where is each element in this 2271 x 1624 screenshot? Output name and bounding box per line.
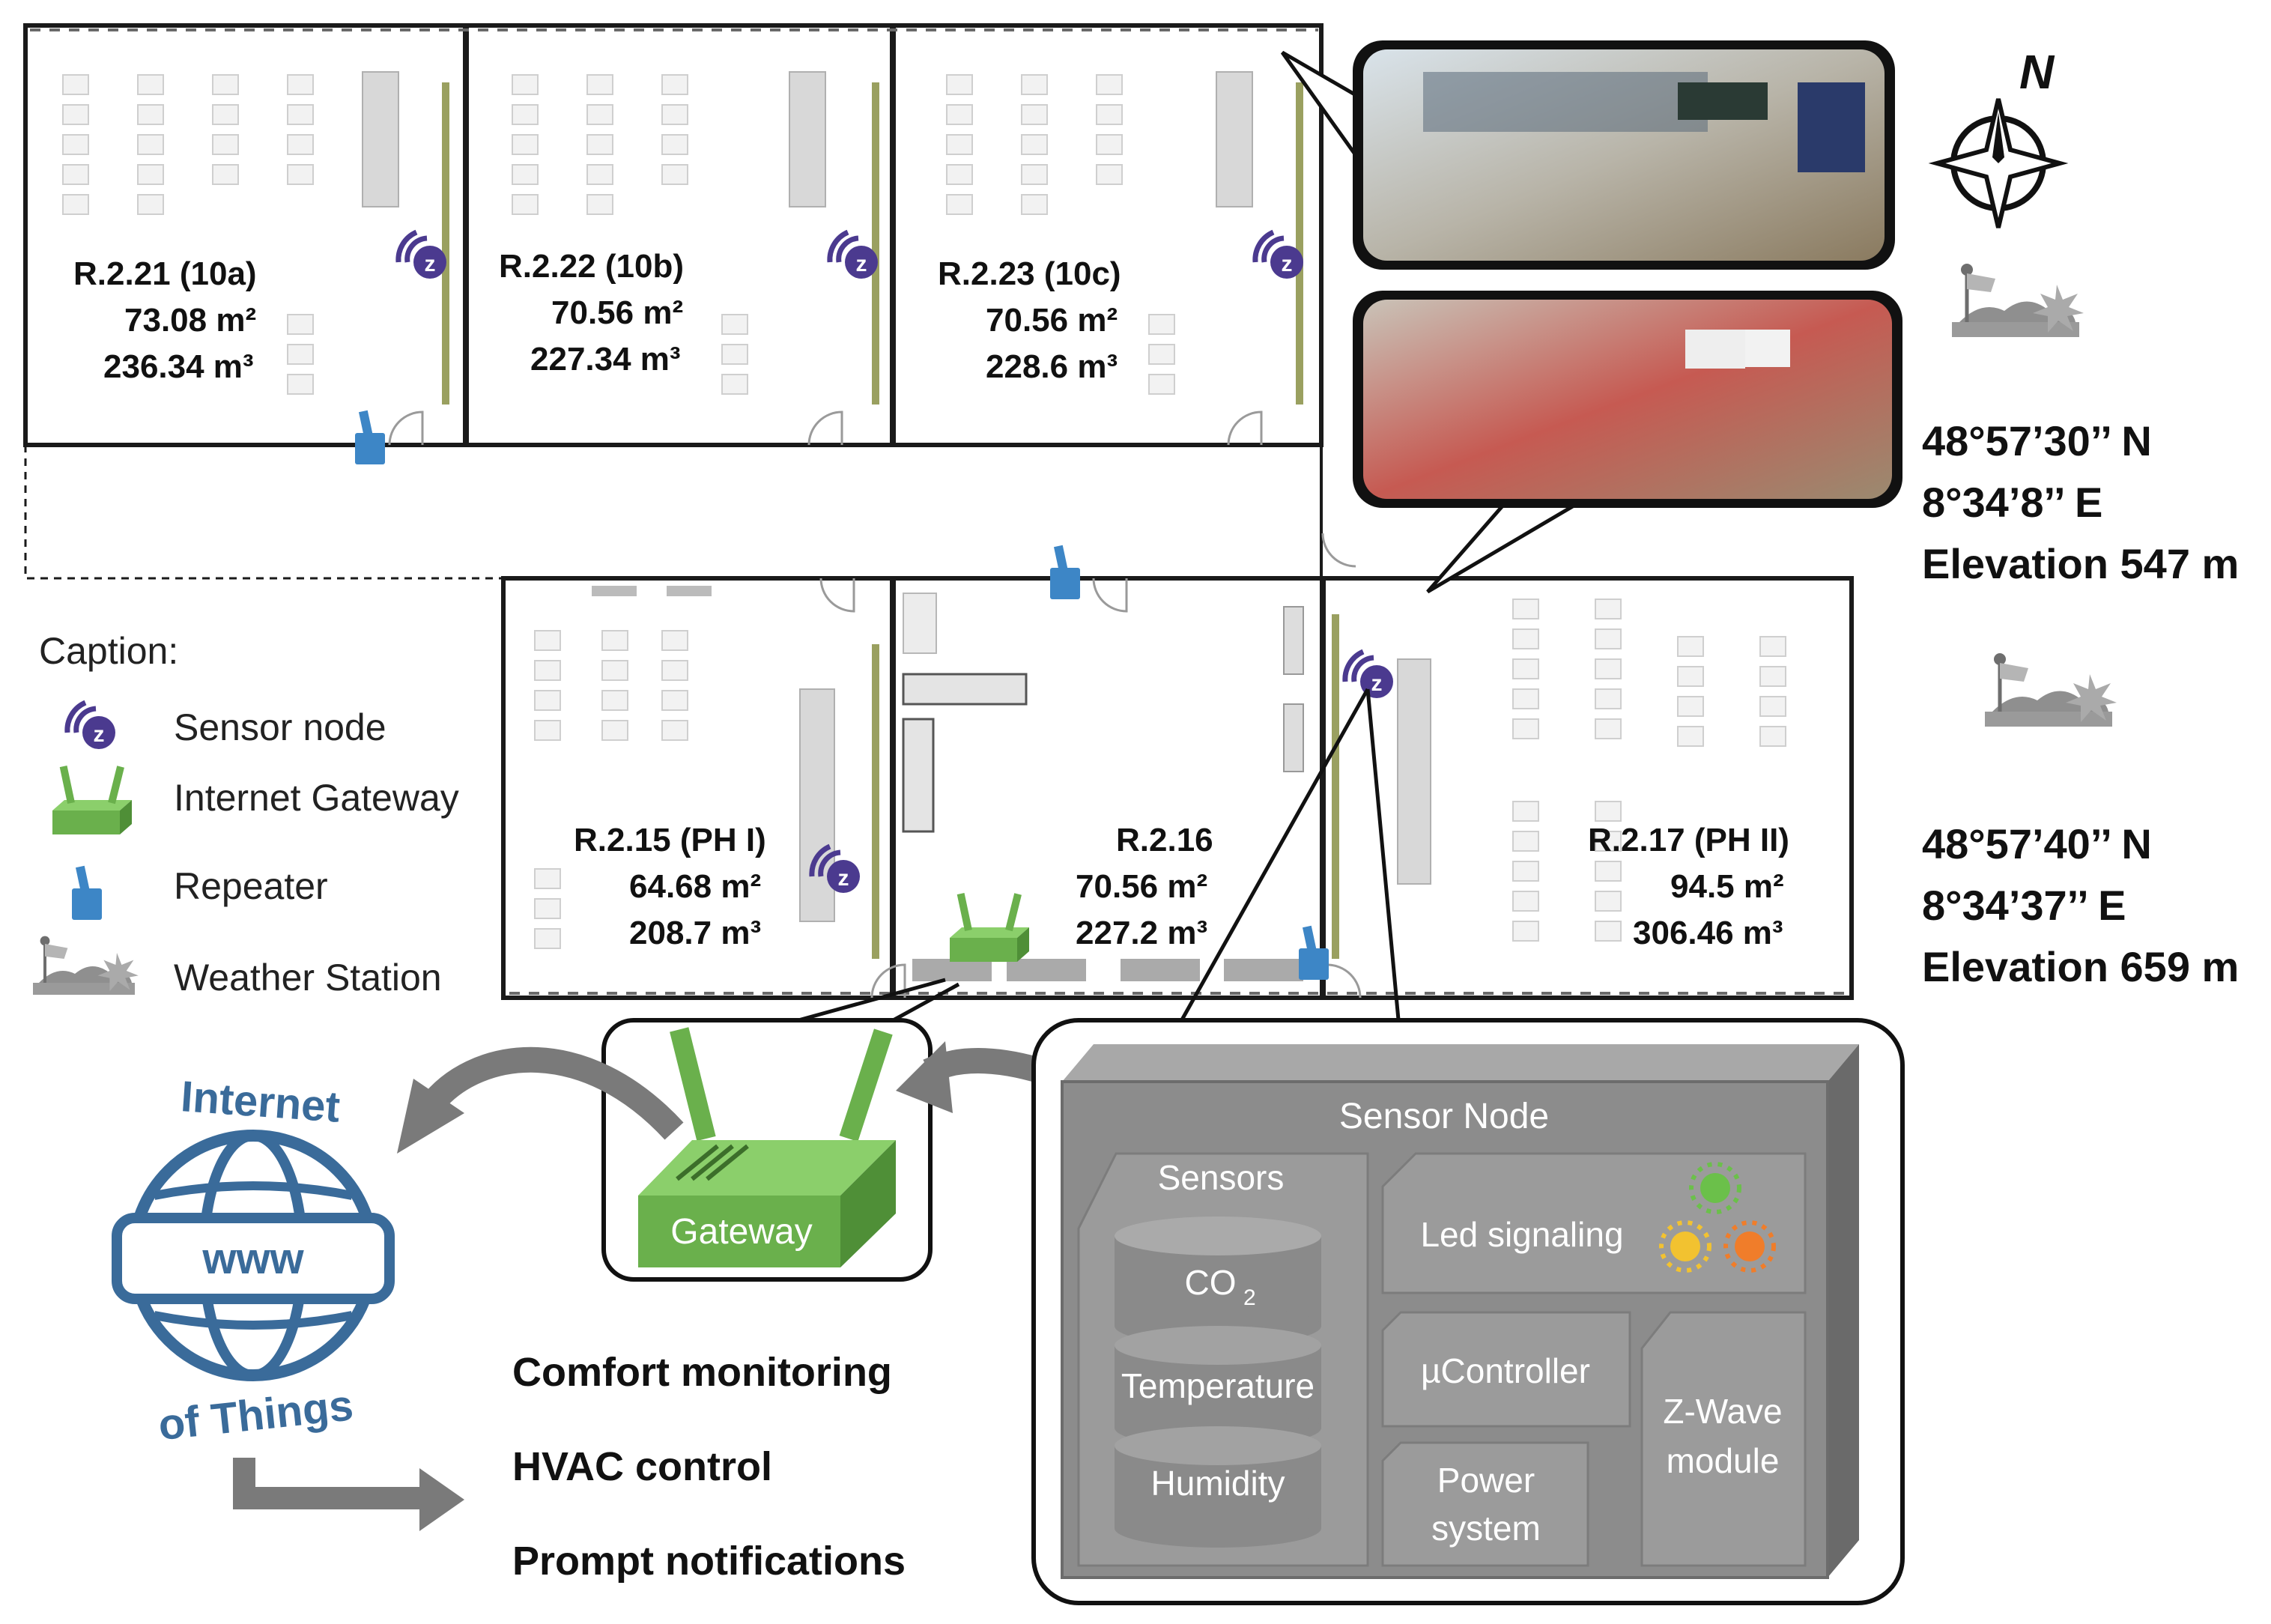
led-signaling-label: Led signaling <box>1420 1215 1623 1254</box>
desks-room-2 <box>512 71 879 405</box>
flow-arrows <box>233 1041 1068 1531</box>
room-labels: R.2.21 (10a) 73.08 m² 236.34 m³ R.2.22 (… <box>73 248 1789 951</box>
classroom-photo-2 <box>1353 291 1902 594</box>
gateway-callout: Gateway <box>601 1018 933 1282</box>
led-yellow-icon <box>1659 1220 1711 1273</box>
legend: Caption: Sensor node Internet Gateway Re… <box>33 630 459 999</box>
applications-list: Comfort monitoring HVAC control Prompt n… <box>512 1350 906 1584</box>
legend-gateway-label: Internet Gateway <box>174 777 459 819</box>
humidity-label: Humidity <box>1151 1464 1285 1503</box>
gateway-plan-icon <box>950 893 1029 962</box>
room-5-name: R.2.16 <box>1116 822 1213 858</box>
led-green-icon <box>1689 1162 1741 1214</box>
room-5-volume: 227.2 m³ <box>1076 915 1207 951</box>
room-4-volume: 208.7 m³ <box>629 915 761 951</box>
power-label-line-1: Power <box>1437 1461 1535 1500</box>
microcontroller-label: µController <box>1421 1351 1590 1390</box>
doors <box>388 410 1362 999</box>
classroom-photo-1 <box>1280 40 1895 270</box>
room-3-volume: 228.6 m³ <box>986 348 1118 385</box>
power-label-line-2: system <box>1431 1509 1541 1548</box>
room-6-area: 94.5 m² <box>1670 868 1784 905</box>
legend-weather-station-icon <box>33 936 139 995</box>
room-3-name: R.2.23 (10c) <box>938 255 1121 292</box>
repeater-icon-1 <box>355 410 385 464</box>
room-1-volume: 236.34 m³ <box>103 348 254 385</box>
station-1-elevation: Elevation 547 m <box>1922 540 2239 587</box>
zwave-label-line-2: module <box>1667 1441 1780 1480</box>
use-prompt-notifications: Prompt notifications <box>512 1539 906 1584</box>
station-1-coords: 48°57’30’’ N 8°34’8’’ E Elevation 547 m <box>1922 417 2239 587</box>
room-2-volume: 227.34 m³ <box>530 341 681 378</box>
desks-room-3 <box>946 71 1303 405</box>
legend-weather-station-label: Weather Station <box>174 957 442 999</box>
station-1-lon: 8°34’8’’ E <box>1922 479 2102 526</box>
room-1-name: R.2.21 (10a) <box>73 255 257 292</box>
room-4-name: R.2.15 (PH I) <box>574 822 766 858</box>
sensor-node-title: Sensor Node <box>1339 1097 1549 1136</box>
weather-station-icon-2 <box>1985 653 2117 727</box>
sensor-node-icon-room-2 <box>830 232 878 279</box>
sensor-node-callout: Sensor Node Sensors CO 2 Temperature Hum… <box>1031 1018 1905 1605</box>
repeater-icon-2 <box>1050 545 1080 599</box>
use-comfort-monitoring: Comfort monitoring <box>512 1350 892 1395</box>
room-6-name: R.2.17 (PH II) <box>1588 822 1789 858</box>
gateway-label: Gateway <box>670 1212 812 1252</box>
station-2-lon: 8°34’37’’ E <box>1922 882 2126 929</box>
iot-bottom-label: of Things <box>156 1381 355 1449</box>
compass-north-label: N <box>2019 45 2055 99</box>
led-orange-icon <box>1723 1220 1776 1273</box>
station-2-coords: 48°57’40’’ N 8°34’37’’ E Elevation 659 m <box>1922 820 2239 990</box>
sensors-title: Sensors <box>1158 1158 1285 1197</box>
weather-station-icon-1 <box>1952 264 2084 337</box>
use-hvac-control: HVAC control <box>512 1444 772 1489</box>
iot-middle-label: www <box>201 1234 304 1283</box>
co2-subscript: 2 <box>1243 1285 1256 1310</box>
room-2-name: R.2.22 (10b) <box>499 248 684 285</box>
desks-room-1 <box>62 71 449 405</box>
room-5-area: 70.56 m² <box>1076 868 1207 905</box>
sensor-node-icon-room-1 <box>398 232 446 279</box>
legend-gateway-icon <box>52 766 132 834</box>
window-marks <box>30 28 1847 995</box>
room-3-area: 70.56 m² <box>986 302 1118 339</box>
desks-room-4 <box>534 586 879 959</box>
desks-room-6 <box>1332 599 1786 959</box>
room-4-area: 64.68 m² <box>629 868 761 905</box>
zwave-label-line-1: Z-Wave <box>1663 1392 1782 1431</box>
station-2-lat: 48°57’40’’ N <box>1922 820 2152 867</box>
room-2-area: 70.56 m² <box>551 294 683 331</box>
compass-icon: N <box>1928 45 2069 228</box>
legend-repeater-label: Repeater <box>174 865 328 907</box>
legend-title: Caption: <box>39 630 178 672</box>
callout-lines <box>798 688 1401 1037</box>
legend-sensor-label: Sensor node <box>174 706 386 748</box>
iot-globe: Internet www of Things <box>112 1072 395 1449</box>
floorplan-walls <box>23 23 1854 1000</box>
room-1-area: 73.08 m² <box>124 302 256 339</box>
iot-top-label: Internet <box>179 1072 342 1132</box>
co2-label: CO <box>1185 1263 1237 1302</box>
station-1-lat: 48°57’30’’ N <box>1922 417 2152 464</box>
room-6-volume: 306.46 m³ <box>1633 915 1783 951</box>
legend-repeater-icon <box>72 865 102 920</box>
station-2-elevation: Elevation 659 m <box>1922 943 2239 990</box>
legend-sensor-icon <box>67 703 115 749</box>
temperature-label: Temperature <box>1121 1366 1315 1405</box>
furniture-room-5 <box>902 593 1304 981</box>
humidity-sensor: Humidity <box>1115 1426 1321 1548</box>
